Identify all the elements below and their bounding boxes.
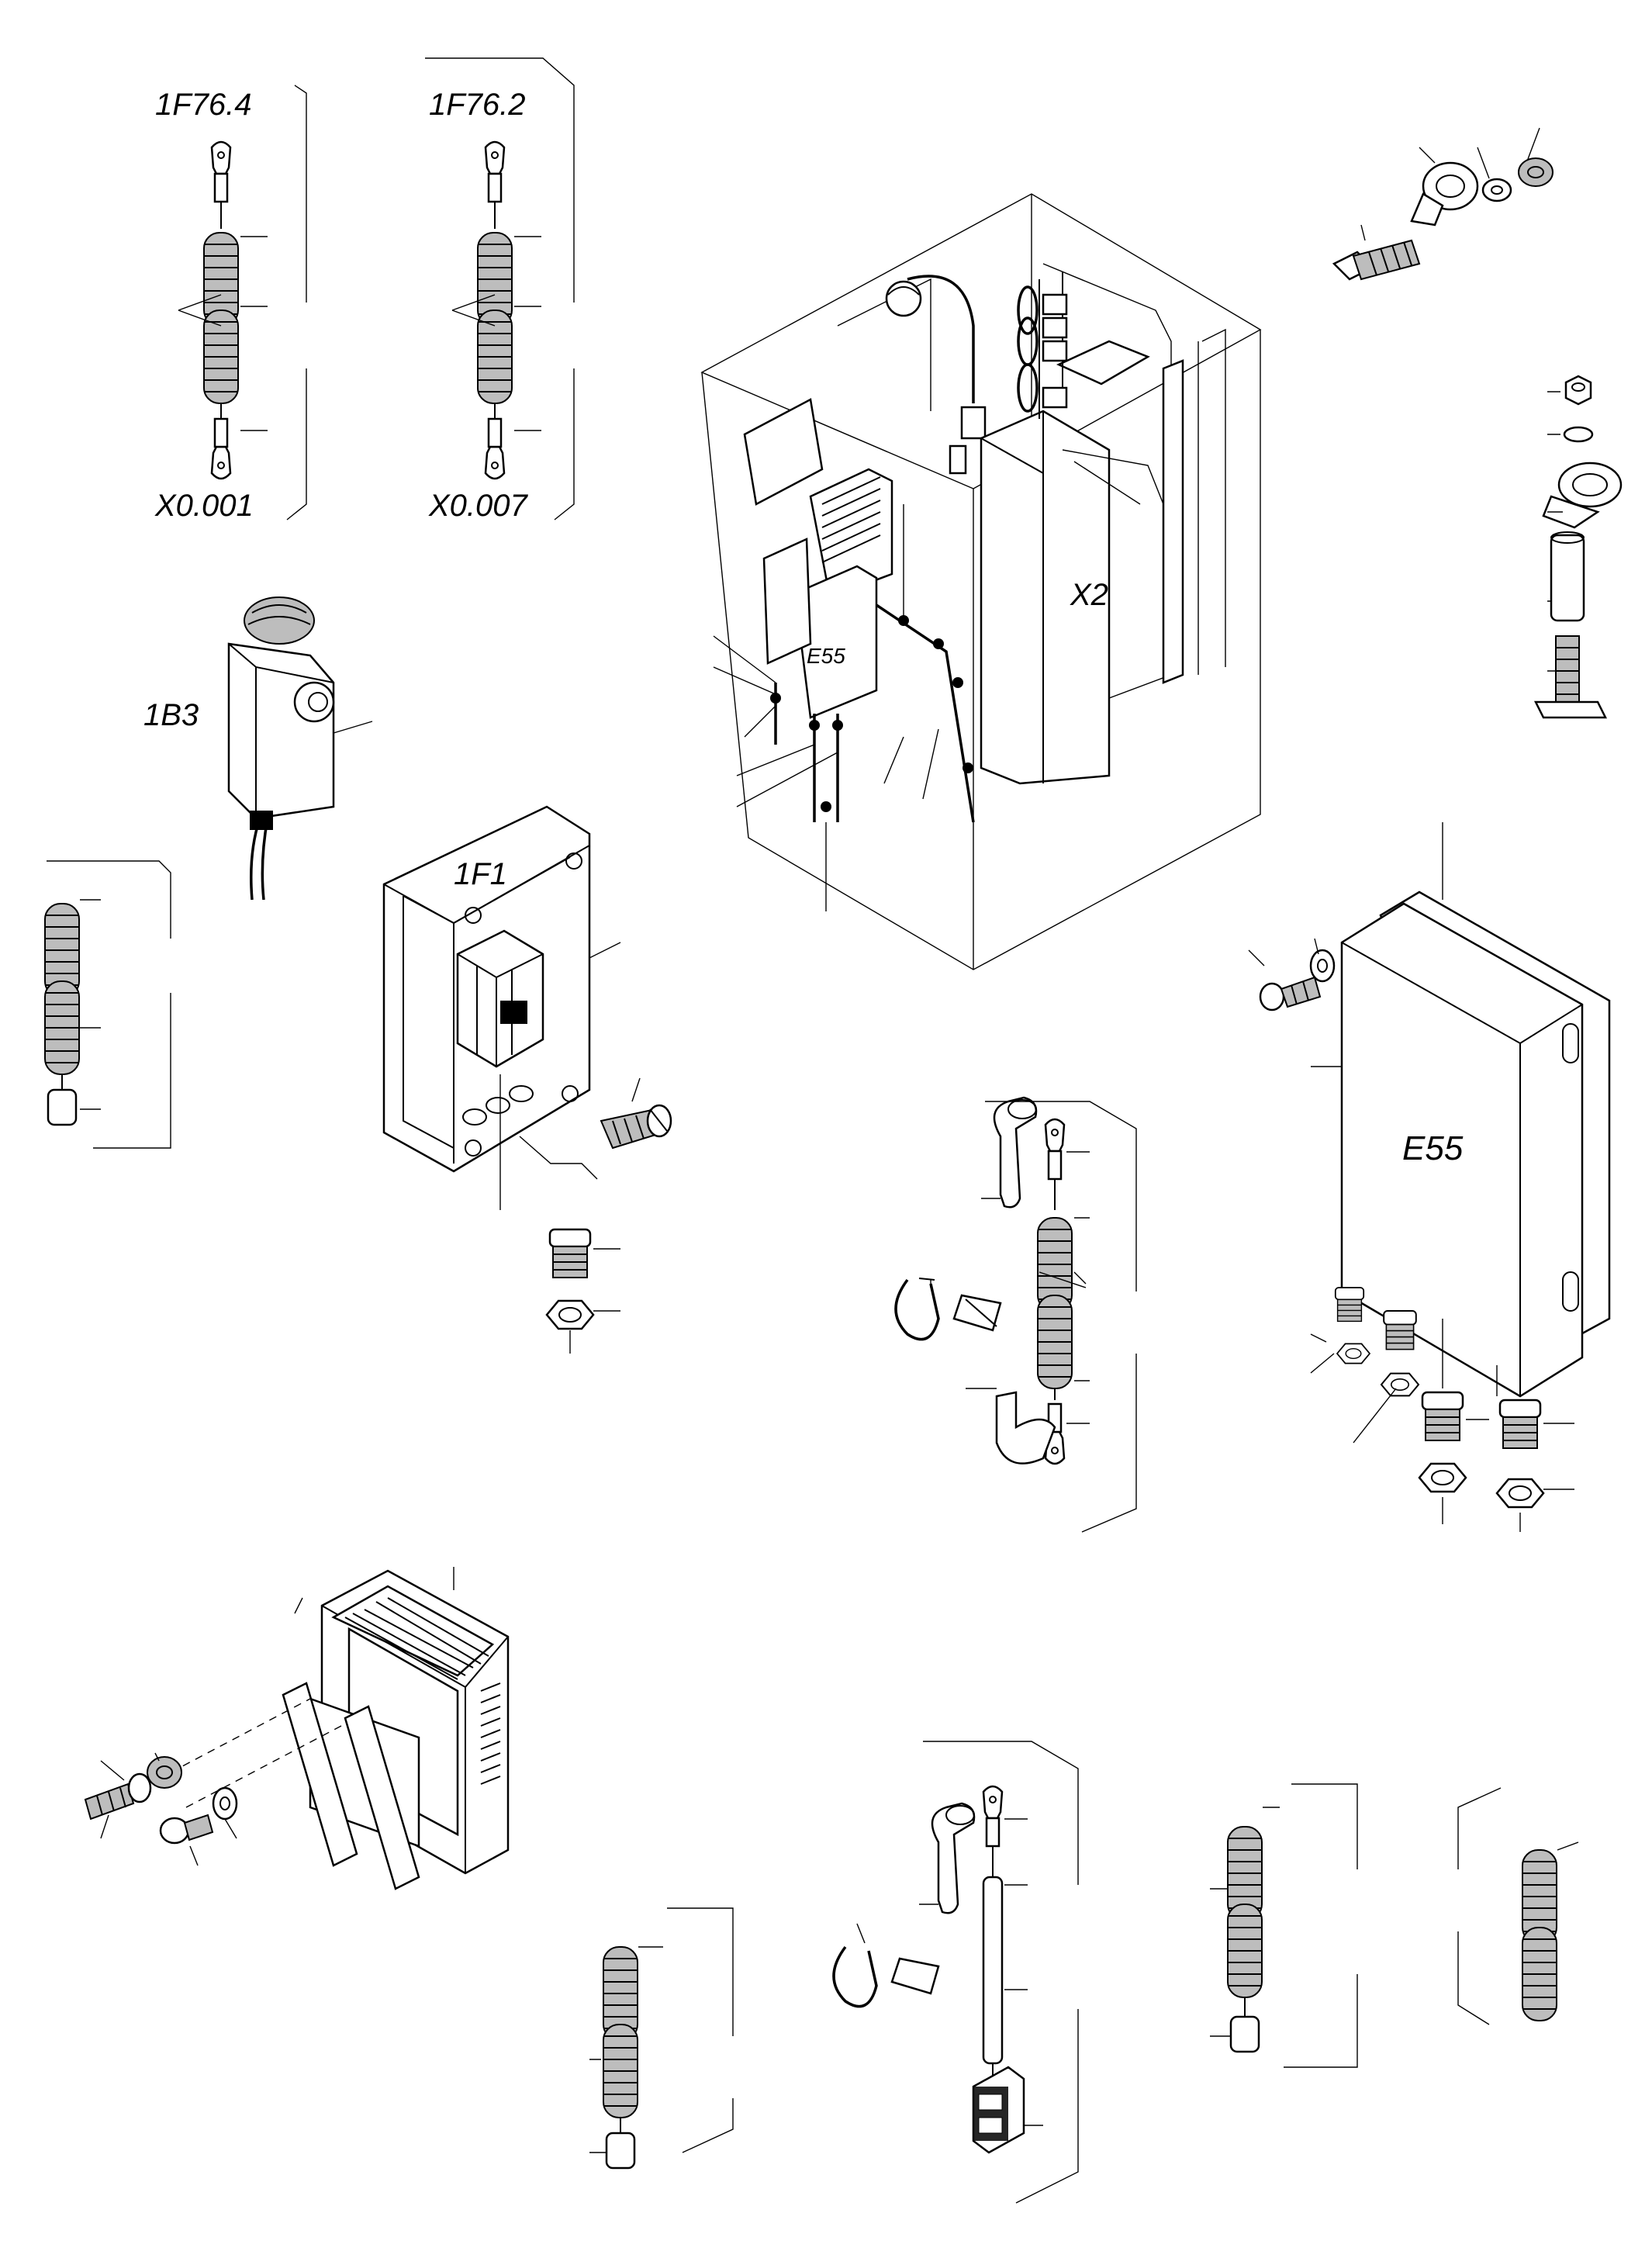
- washer-icon: [1309, 949, 1336, 983]
- nut-icon: [545, 1299, 595, 1330]
- breaker-box-1f1: 1F1: [382, 805, 672, 1354]
- terminal-set-left: [44, 860, 171, 1149]
- label-e55-large: E55: [1402, 1129, 1464, 1167]
- washer-icon: [1563, 426, 1594, 443]
- label-e55-small: E55: [807, 644, 845, 668]
- terminal-set-far-right: [1457, 1787, 1579, 2025]
- cable-clamp-set-top: [1332, 127, 1554, 281]
- cable-lug-icon: [982, 1785, 1004, 1848]
- cabinet-assembly: E55 X2: [700, 193, 1262, 970]
- label-x0-001: X0.001: [154, 489, 254, 523]
- nut-icon: [1380, 1372, 1420, 1397]
- screw-icon: [1259, 976, 1322, 1011]
- end-cap-icon: [1229, 2015, 1260, 2053]
- spring-terminal-icon: [477, 309, 513, 404]
- cable-gland-icon: [548, 1228, 592, 1279]
- cable-clamp-icon: [1542, 462, 1623, 529]
- spring-terminal-icon: [1522, 1927, 1557, 2021]
- terminal-set-bottom-right: [1210, 1783, 1358, 2068]
- label-x2: X2: [1070, 578, 1108, 612]
- fan-filter-assembly: [84, 1567, 510, 1890]
- label-1f1: 1F1: [454, 857, 507, 891]
- cable-gland-icon: [1383, 1309, 1417, 1350]
- thermostat-knob-icon: [293, 681, 335, 723]
- relay-socket-icon: [972, 2066, 1025, 2154]
- cable-tie-icon: [832, 1945, 878, 2008]
- screw-icon: [1332, 239, 1421, 281]
- switch-icon: [960, 406, 987, 440]
- cable-gland-icon: [1498, 1399, 1542, 1450]
- washer-icon: [127, 1772, 152, 1803]
- cable-lug-icon: [484, 140, 506, 203]
- circuit-breaker-icon: [456, 929, 544, 1068]
- cable-lug-icon: [210, 140, 232, 203]
- terminal-set-bottom-left: [589, 1907, 734, 2170]
- heat-shrink-icon: [952, 1294, 1002, 1332]
- thermostat-icon: [227, 642, 335, 820]
- nut-icon: [1336, 1343, 1370, 1364]
- spring-terminal-icon: [1037, 1295, 1073, 1389]
- nut-icon: [1518, 157, 1554, 187]
- nut-icon: [1564, 375, 1592, 406]
- spring-terminal-icon: [44, 980, 80, 1075]
- cable-lug-icon: [210, 417, 232, 480]
- washer-icon: [1481, 178, 1512, 202]
- enclosure-e55-small: [793, 565, 878, 719]
- screw-icon: [159, 1814, 214, 1845]
- screw-icon: [1533, 635, 1608, 719]
- spring-terminal-icon: [203, 309, 239, 404]
- relay-socket-group: [832, 1741, 1079, 2204]
- terminal-group-1f76-2: 1F76.2 X0.007: [425, 57, 575, 523]
- cable-gland-icon: [1334, 1287, 1365, 1323]
- spacer-icon: [1550, 534, 1585, 622]
- cable-accessory-group-center: [894, 1096, 1137, 1533]
- washer-icon: [212, 1786, 238, 1821]
- wire-ferrule-icon: [982, 1876, 1004, 2065]
- heat-shrink-icon: [890, 1957, 940, 1995]
- spring-terminal-icon: [603, 2024, 638, 2118]
- elbow-sleeve-icon: [931, 1802, 976, 1914]
- cable-lug-icon: [1044, 1118, 1066, 1181]
- label-1f76-2: 1F76.2: [429, 88, 526, 122]
- end-cap-icon: [605, 2132, 636, 2170]
- nut-icon: [1418, 1462, 1467, 1493]
- screw-icon: [600, 1104, 672, 1150]
- terminal-group-1f76-4: 1F76.4 X0.001: [154, 85, 307, 523]
- enclosure-e55-large: E55: [1248, 822, 1611, 1532]
- cable-gland-icon: [1421, 1391, 1464, 1442]
- spring-terminal-icon: [1227, 1904, 1263, 1998]
- elbow-sleeve-icon: [995, 1391, 1056, 1464]
- cable-lug-icon: [484, 417, 506, 480]
- elbow-sleeve-icon: [993, 1096, 1038, 1209]
- end-cap-icon: [47, 1088, 78, 1126]
- nut-icon: [1495, 1478, 1545, 1509]
- cable-tie-icon: [894, 1278, 940, 1341]
- screw-icon: [84, 1783, 135, 1821]
- heater-icon: [743, 398, 824, 506]
- nut-icon: [147, 1756, 182, 1789]
- cable-clamp-stack-right: [1533, 375, 1623, 719]
- label-1b3: 1B3: [143, 698, 199, 732]
- cable-clamp-icon: [1410, 161, 1479, 226]
- label-1f76-4: 1F76.4: [155, 88, 252, 122]
- label-x0-007: X0.007: [428, 489, 529, 523]
- thermostat-1b3: 1B3: [143, 596, 373, 901]
